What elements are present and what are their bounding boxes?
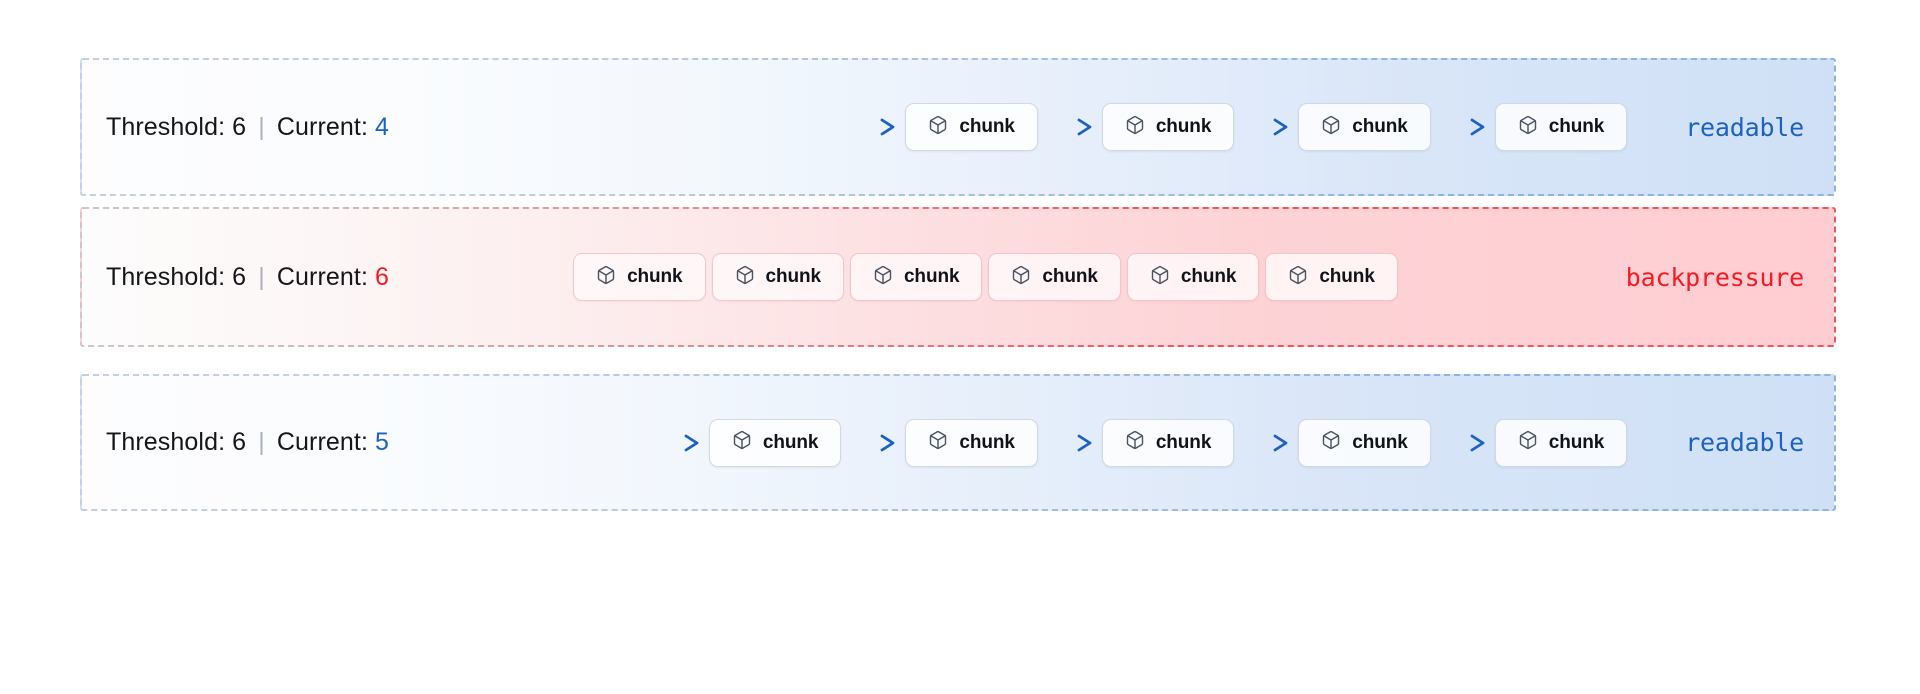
- stream-lane-readable-a: Threshold: 6 | Current: 4: [80, 58, 1836, 196]
- threshold-meter: Threshold: 6 | Current: 4: [106, 113, 389, 142]
- chunk-label: chunk: [1155, 116, 1212, 137]
- current-label: Current:: [276, 112, 368, 141]
- cube-icon: [1125, 115, 1145, 140]
- chunk-box[interactable]: chunk: [573, 253, 706, 301]
- current-label: Current:: [276, 262, 368, 291]
- threshold-label: Threshold:: [106, 112, 226, 141]
- chunk-box[interactable]: chunk: [708, 418, 842, 467]
- chunk-label: chunk: [1548, 116, 1605, 137]
- meter-separator: |: [258, 262, 265, 291]
- chunk-label: chunk: [1042, 266, 1098, 287]
- chunk-box[interactable]: chunk: [711, 253, 844, 301]
- cube-icon: [735, 265, 755, 290]
- chunk-label: chunk: [959, 431, 1015, 453]
- threshold-value: 6: [232, 262, 247, 291]
- stream-lane-readable-b: Threshold: 6 | Current: 5 chun: [80, 374, 1836, 511]
- arrow-right-icon: [1436, 116, 1489, 138]
- threshold-label: Threshold:: [106, 262, 226, 291]
- cube-icon: [1321, 430, 1341, 455]
- cube-icon: [1288, 265, 1308, 290]
- chunk-label: chunk: [903, 266, 960, 287]
- current-value: 4: [375, 112, 390, 141]
- arrow-right-icon: [847, 116, 899, 138]
- chunk-box[interactable]: chunk: [1494, 103, 1628, 151]
- cube-icon: [596, 265, 616, 290]
- threshold-value: 6: [232, 112, 247, 141]
- chunk-box[interactable]: chunk: [1101, 418, 1235, 467]
- chunk-flow: chunk chunk: [389, 418, 1628, 467]
- chunk-label: chunk: [765, 266, 822, 287]
- chunk-label: chunk: [1155, 431, 1212, 453]
- cube-icon: [873, 265, 893, 290]
- stream-state-badge: readable: [1685, 428, 1804, 457]
- chunk-box[interactable]: chunk: [905, 103, 1038, 151]
- chunk-box[interactable]: chunk: [1101, 103, 1235, 151]
- chunk-label: chunk: [959, 116, 1015, 137]
- meter-separator: |: [258, 428, 265, 456]
- cube-icon: [1518, 115, 1538, 140]
- chunk-box[interactable]: chunk: [849, 253, 983, 301]
- chunk-box[interactable]: chunk: [905, 418, 1038, 467]
- arrow-right-icon: [1043, 116, 1096, 138]
- chunk-box[interactable]: chunk: [1126, 253, 1260, 301]
- current-value: 6: [375, 262, 390, 291]
- chunk-label: chunk: [1548, 431, 1605, 453]
- cube-icon: [928, 115, 948, 140]
- chunk-flow: chunk chunk chunk: [389, 253, 1582, 301]
- arrow-right-icon: [650, 432, 703, 454]
- chunk-label: chunk: [1319, 266, 1375, 287]
- chunk-flow: chunk chunk: [389, 103, 1628, 151]
- chunk-box[interactable]: chunk: [1494, 418, 1628, 467]
- threshold-meter: Threshold: 6 | Current: 5: [106, 428, 389, 457]
- threshold-value: 6: [232, 428, 247, 456]
- cube-icon: [1518, 430, 1538, 455]
- arrow-right-icon: [1436, 432, 1489, 454]
- arrow-right-icon: [1240, 116, 1292, 138]
- chunk-box[interactable]: chunk: [1298, 418, 1431, 467]
- stream-state-badge: readable: [1685, 112, 1804, 142]
- chunk-label: chunk: [762, 431, 819, 453]
- cube-icon: [1321, 115, 1341, 140]
- chunk-label: chunk: [1352, 116, 1408, 137]
- threshold-label: Threshold:: [106, 428, 226, 456]
- stream-lane-backpressure: Threshold: 6 | Current: 6 chunk: [80, 207, 1836, 347]
- arrow-right-icon: [1043, 432, 1096, 454]
- chunk-label: chunk: [627, 266, 683, 287]
- current-value: 5: [375, 428, 390, 456]
- arrow-right-icon: [1240, 432, 1292, 454]
- chunk-box[interactable]: chunk: [1298, 103, 1431, 151]
- meter-separator: |: [258, 112, 265, 141]
- threshold-meter: Threshold: 6 | Current: 6: [106, 263, 389, 292]
- cube-icon: [928, 430, 948, 455]
- chunk-label: chunk: [1352, 431, 1408, 453]
- cube-icon: [1011, 265, 1031, 290]
- chunk-box[interactable]: chunk: [988, 253, 1121, 301]
- chunk-label: chunk: [1180, 266, 1237, 287]
- chunk-box[interactable]: chunk: [1265, 253, 1398, 301]
- current-label: Current:: [276, 428, 368, 456]
- arrow-right-icon: [847, 432, 899, 454]
- cube-icon: [732, 430, 752, 455]
- cube-icon: [1150, 265, 1170, 290]
- stream-state-badge: backpressure: [1625, 262, 1804, 292]
- cube-icon: [1125, 430, 1145, 455]
